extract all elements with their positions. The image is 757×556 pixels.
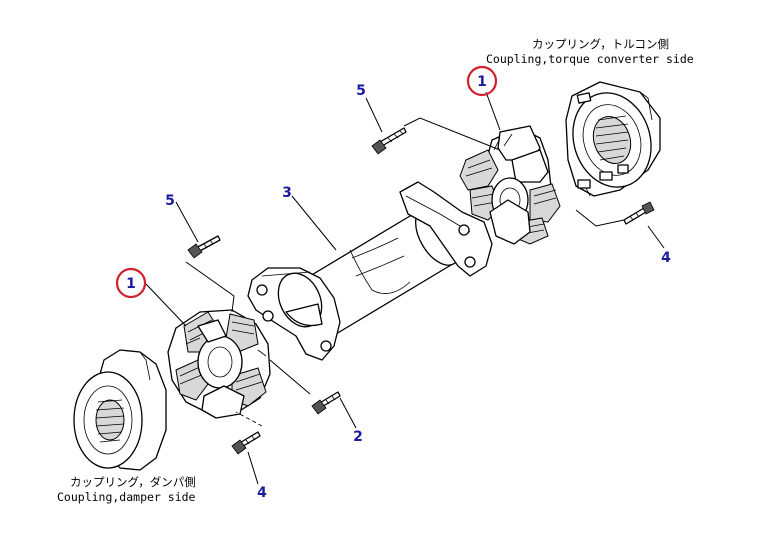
callout-3: 3 (282, 185, 292, 201)
highlight-circle-left (115, 267, 147, 299)
callout-5-top: 5 (356, 83, 366, 99)
callout-labels: 1 1 5 5 3 4 2 4 (115, 65, 671, 501)
coupling-damper-side (167, 309, 271, 419)
highlight-circle-top (466, 65, 498, 97)
callout-4-right: 4 (661, 250, 671, 266)
propeller-shaft (247, 181, 493, 361)
callout-5-left: 5 (165, 193, 175, 209)
damper-housing (73, 349, 167, 471)
bolt-5-top (371, 127, 407, 155)
callout-1-top: 1 (477, 74, 487, 90)
caption-torque-jp: カップリング，トルコン側 (532, 37, 669, 51)
captions: カップリング，トルコン側 Coupling,torque converter s… (57, 37, 694, 504)
bolt-2 (311, 391, 341, 415)
callout-4-bottom: 4 (257, 485, 267, 501)
callout-2: 2 (353, 429, 363, 445)
torque-converter-housing (565, 81, 661, 197)
bolt-4-bottom (231, 431, 261, 455)
bolt-5-left (187, 235, 221, 259)
caption-torque-en: Coupling,torque converter side (486, 52, 694, 66)
coupling-torque-converter-side (459, 125, 561, 245)
callout-1-left: 1 (126, 276, 136, 292)
bolt-4-right (623, 201, 655, 225)
caption-damper-en: Coupling,damper side (57, 490, 196, 504)
leader-lines (145, 91, 665, 485)
caption-damper-jp: カップリング，ダンパ側 (70, 475, 196, 489)
